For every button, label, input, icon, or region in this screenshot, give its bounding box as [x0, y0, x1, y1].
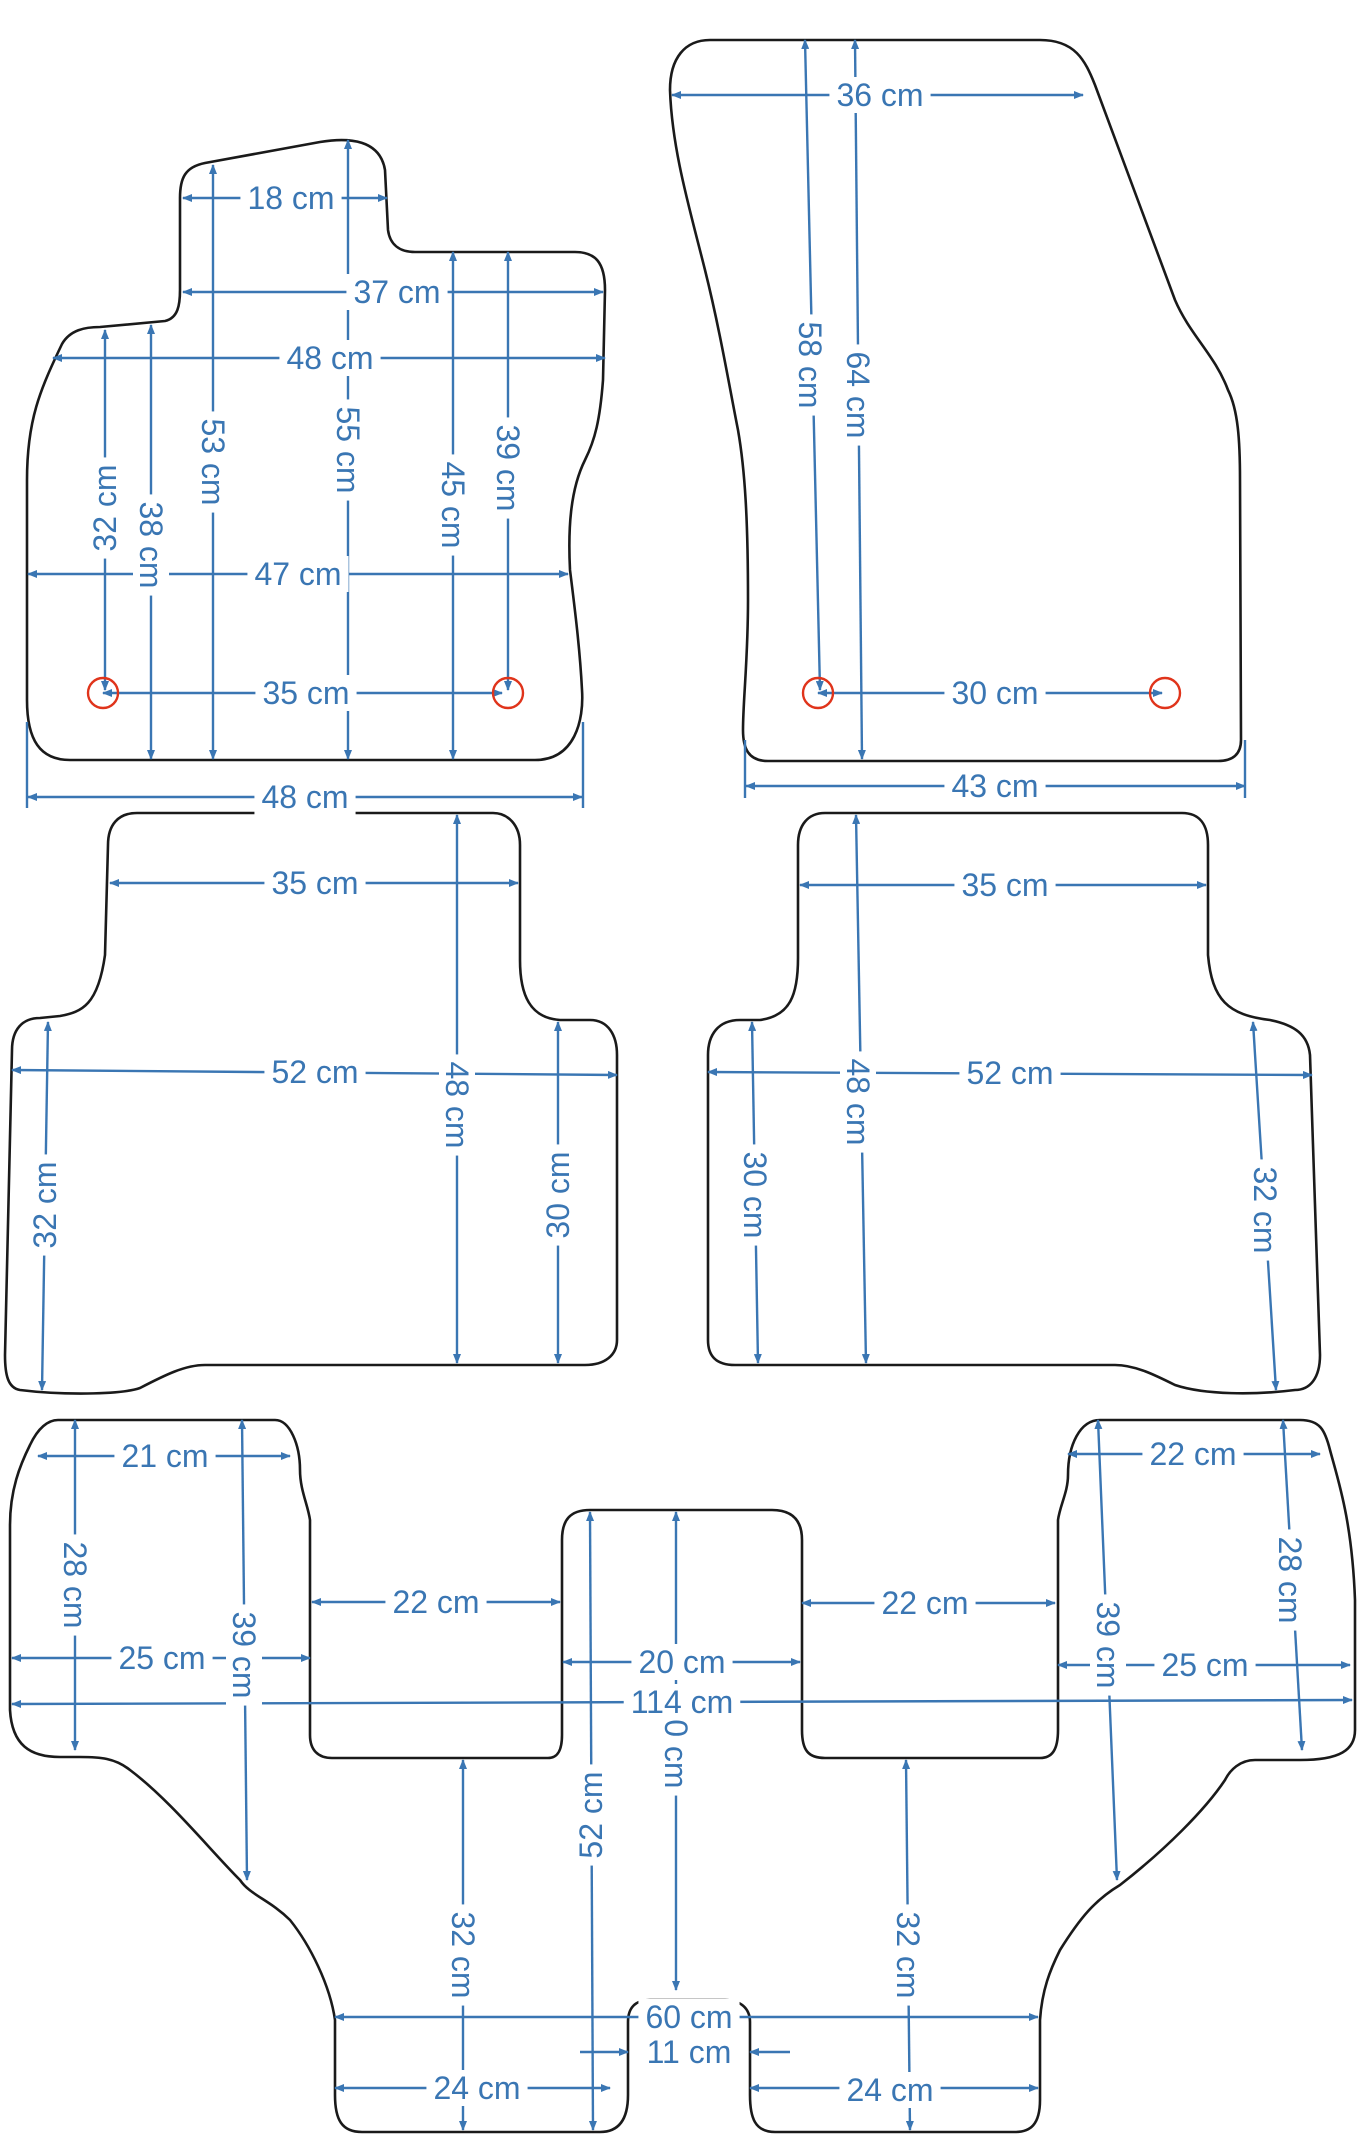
dimension-label: 28 cm — [1272, 1536, 1308, 1623]
dimension-label: 39 cm — [490, 424, 526, 511]
dimension-label: 22 cm — [881, 1585, 968, 1621]
dimension-label: 25 cm — [1161, 1647, 1248, 1683]
mat-outlines — [3, 38, 1357, 2134]
dimension-label: 30 cm — [951, 675, 1038, 711]
clip-marker — [801, 676, 835, 710]
dimension-label: 35 cm — [961, 867, 1048, 903]
dimension-label: 36 cm — [836, 77, 923, 113]
dimension-label: 114 cm — [631, 1684, 734, 1720]
clip-marker — [1148, 676, 1182, 710]
dimension-label: 60 cm — [645, 1999, 732, 2035]
dimension-label: 28 cm — [57, 1541, 93, 1628]
dimension-label: 22 cm — [392, 1584, 479, 1620]
dimension-labels: 18 cm 37 cm 48 cm 47 cm 35 cm 48 cm 53 c… — [27, 77, 1308, 2108]
dimension-label: 48 cm — [261, 779, 348, 815]
dimension-label: 30 cm — [540, 1151, 576, 1238]
dimension-label: 47 cm — [254, 556, 341, 592]
clip-marker — [86, 676, 120, 710]
dimension-label: 20 cm — [638, 1644, 725, 1680]
dimension-label: 18 cm — [247, 180, 334, 216]
dimension-label: 24 cm — [846, 2072, 933, 2108]
dimension-label: 45 cm — [435, 461, 471, 548]
dimension-label: 55 cm — [330, 406, 366, 493]
dimension-label: 22 cm — [1149, 1436, 1236, 1472]
dimension-label: 58 cm — [792, 321, 828, 408]
dimension-label: 32 cm — [445, 1911, 481, 1998]
dimension-label: 48 cm — [439, 1061, 475, 1148]
dimension-label: 48 cm — [840, 1058, 876, 1145]
dimension-label: 52 cm — [271, 1054, 358, 1090]
dimension-label: 32 cm — [1247, 1166, 1283, 1253]
dimension-label: 53 cm — [195, 418, 231, 505]
dimension-label: 32 cm — [87, 464, 123, 551]
dimension-label: 38 cm — [133, 501, 169, 588]
dimension-label: 32 cm — [27, 1161, 63, 1248]
clip-marker — [491, 676, 525, 710]
dimension-label: 35 cm — [271, 865, 358, 901]
dimension-label: 25 cm — [118, 1640, 205, 1676]
dimension-label: 43 cm — [951, 768, 1038, 804]
dimension-label: 52 cm — [966, 1055, 1053, 1091]
dimension-label: 32 cm — [890, 1911, 926, 1998]
clip-markers — [86, 676, 1182, 710]
dimension-label: 64 cm — [840, 351, 876, 438]
mat-middle-left — [3, 811, 619, 1395]
dimension-label: 48 cm — [286, 340, 373, 376]
dimension-label: 39 cm — [1090, 1601, 1126, 1688]
dimension-label: 37 cm — [353, 274, 440, 310]
dimension-label: 52 cm — [573, 1771, 609, 1858]
dimension-label: 24 cm — [433, 2070, 520, 2106]
dimension-label: 35 cm — [262, 675, 349, 711]
dimension-label: 21 cm — [121, 1438, 208, 1474]
dimension-label: 39 cm — [226, 1611, 262, 1698]
dimension-label: 11 cm — [647, 2034, 732, 2070]
dimension-label: 30 cm — [737, 1151, 773, 1238]
mat-front-right — [668, 38, 1243, 763]
